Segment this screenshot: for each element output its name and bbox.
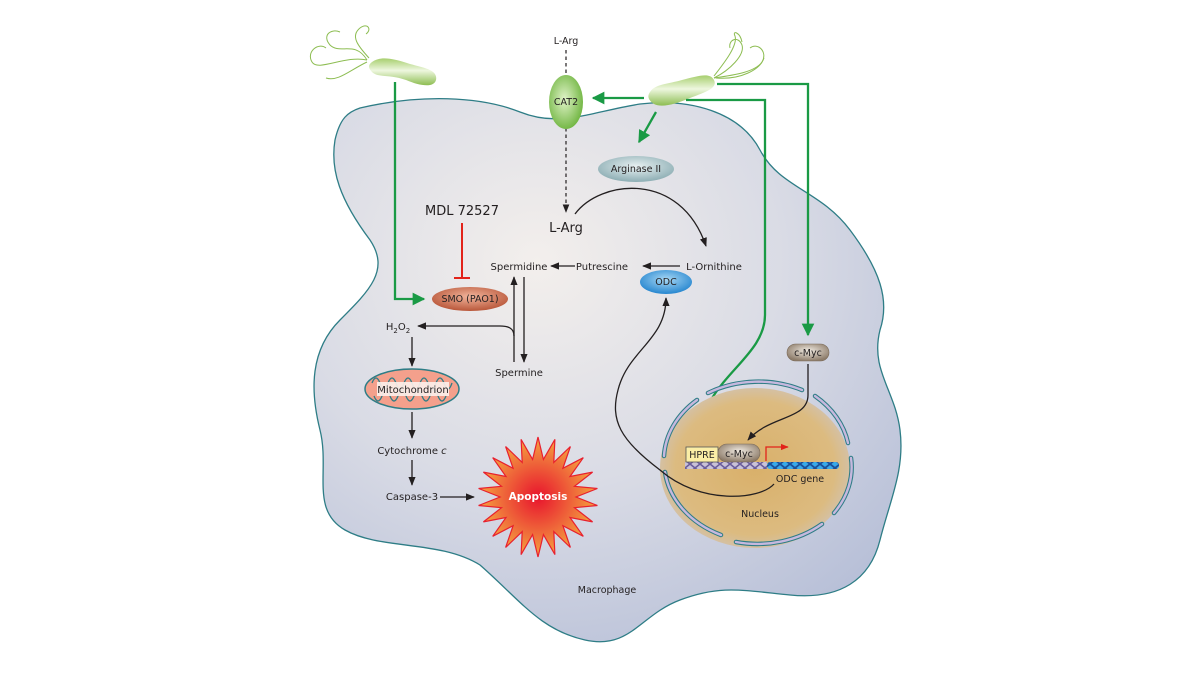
bacterium-right bbox=[648, 32, 765, 106]
label-l-arg-intracellular: L-Arg bbox=[549, 221, 583, 236]
apoptosis-label: Apoptosis bbox=[509, 491, 568, 503]
nucleus-label: Nucleus bbox=[741, 509, 779, 520]
label-putrescine: Putrescine bbox=[576, 262, 628, 273]
odc-gene-dna bbox=[767, 462, 839, 469]
arrow-cmyc-to-nucleus bbox=[747, 364, 809, 441]
nuclear-envelope-inner bbox=[662, 380, 853, 546]
arrow-bacteria-to-arginase bbox=[637, 111, 658, 144]
label-l-arg-extracellular: L-Arg bbox=[554, 36, 579, 47]
bacterium-body-icon bbox=[648, 75, 715, 106]
label-caspase-3: Caspase-3 bbox=[386, 492, 438, 503]
hpre-element: HPRE bbox=[685, 446, 719, 463]
cmyc-nuclear: c-Myc bbox=[717, 443, 761, 463]
label-h2o2: H2O2 bbox=[386, 322, 410, 335]
arrow-to-h2o2 bbox=[417, 322, 515, 337]
arrow-bacteria-to-cmyc bbox=[717, 82, 815, 337]
label-spermidine: Spermidine bbox=[491, 262, 548, 273]
cmyc-cytoplasm-label: c-Myc bbox=[794, 348, 822, 359]
smo-label: SMO (PAO1) bbox=[441, 294, 498, 305]
starburst-icon bbox=[478, 436, 598, 558]
smo-enzyme: SMO (PAO1) bbox=[432, 287, 508, 311]
apoptosis-burst: Apoptosis bbox=[478, 436, 598, 558]
arrow-bacteria-to-smo bbox=[393, 82, 426, 306]
label-ornithine: L-Ornithine bbox=[686, 262, 742, 273]
cat2-transporter: CAT2 bbox=[549, 75, 583, 129]
arrow-larg-to-ornithine bbox=[574, 187, 707, 247]
dna-promoter-region bbox=[685, 462, 767, 469]
inhibition-bar bbox=[454, 223, 470, 279]
mitochondrion-label: Mitochondrion bbox=[377, 385, 448, 396]
cmyc-cytoplasmic: c-Myc bbox=[786, 343, 830, 362]
cmyc-nuclear-label: c-Myc bbox=[725, 449, 753, 460]
macrophage-label: Macrophage bbox=[578, 585, 637, 596]
odc-enzyme: ODC bbox=[640, 270, 692, 294]
arginase-ii-enzyme: Arginase II bbox=[598, 156, 674, 182]
label-cytochrome-c: Cytochrome c bbox=[377, 446, 447, 457]
bacterium-left bbox=[310, 25, 437, 86]
flagella-icon bbox=[310, 25, 370, 80]
activation-arrows bbox=[393, 82, 815, 442]
odc-gene-label: ODC gene bbox=[776, 474, 824, 485]
bacterium-body-icon bbox=[369, 58, 437, 86]
arrow-odc-gene-to-odc bbox=[614, 297, 775, 497]
flagella-icon bbox=[713, 32, 765, 79]
mitochondrion: Mitochondrion bbox=[364, 368, 460, 410]
arginase-label: Arginase II bbox=[611, 164, 661, 175]
hpre-label: HPRE bbox=[689, 450, 714, 461]
transcription-start-arrow bbox=[765, 443, 789, 461]
cat2-label: CAT2 bbox=[554, 97, 578, 108]
label-spermine: Spermine bbox=[495, 368, 543, 379]
inhibitor-label: MDL 72527 bbox=[425, 204, 499, 219]
odc-label: ODC bbox=[655, 277, 677, 288]
